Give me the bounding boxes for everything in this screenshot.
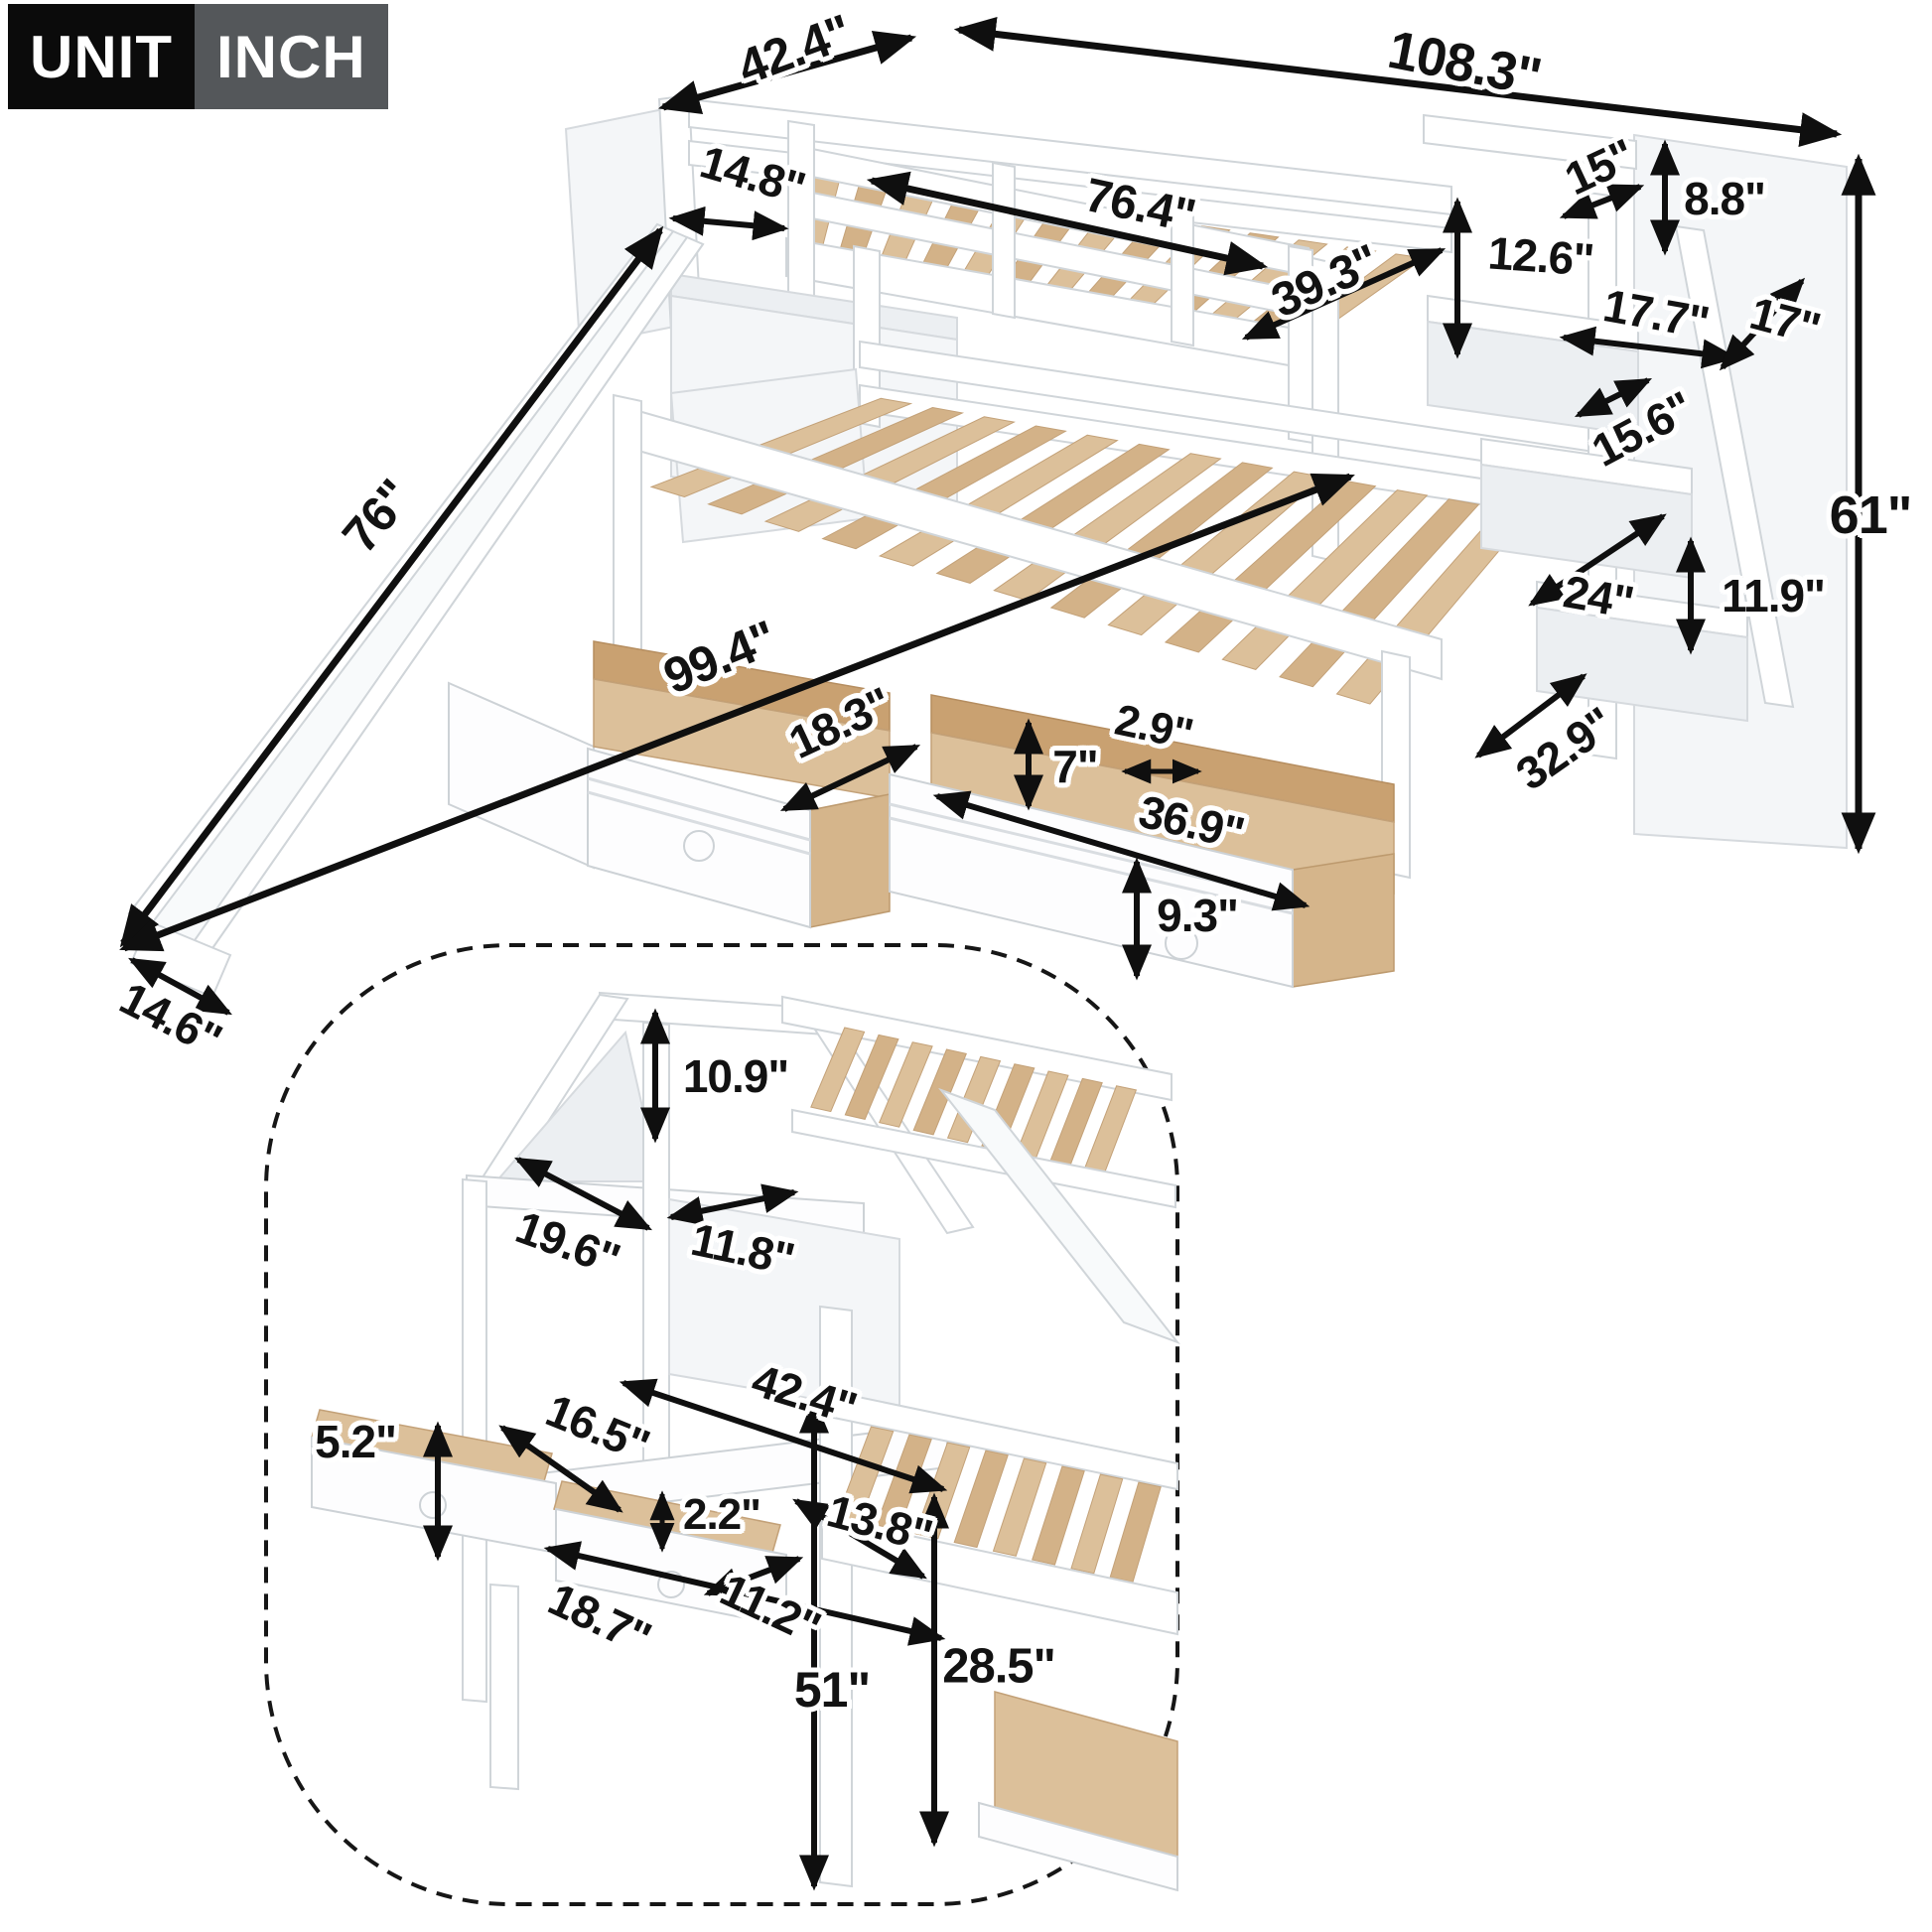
dimension-arrow-d17_7 [1559,326,1738,369]
unit-badge: UNIT INCH [8,4,388,109]
inset-desk-leg [489,1583,519,1791]
guard-post [787,119,815,300]
unit-badge-inch-chip: INCH [194,4,388,109]
dimension-arrow-d42_4 [657,31,917,114]
dimension-arrow-d17 [1719,277,1806,371]
bed-slat [810,1027,866,1113]
dimension-arrow-d39_3 [1241,247,1447,341]
dimension-arrow-d36_9 [932,790,1311,911]
bed-slat [953,1449,1009,1549]
dimension-arrow-d18_3 [779,744,921,812]
dimension-arrow-i11_2 [703,1556,804,1596]
bed-slat [1032,1465,1085,1566]
dimension-arrow-i42_4 [619,1378,948,1494]
dimension-arrow-d15_6 [1574,377,1653,418]
bed-slat [879,1041,933,1128]
dimension-arrow-d15 [1559,184,1645,219]
dimension-arrow-i16_5 [498,1425,623,1513]
dimension-arrow-d32_9 [1474,673,1587,759]
staircase-top-rail [1423,113,1637,171]
dimension-arrow-d14_6 [128,957,232,1016]
right-drawer-knob [1165,926,1198,960]
bed-slat [844,1034,899,1120]
dimension-arrow-d14_8 [668,206,789,241]
dimension-arrow-i19_6 [514,1157,652,1231]
inset-desk-drawer-knob [419,1491,447,1519]
dimension-arrow-d99_4 [119,473,1355,952]
bed-slat [992,1457,1047,1557]
guard-post [1171,197,1194,347]
under-bed-drawers [448,640,1395,989]
inset-bottom-rail [978,1801,1178,1892]
dimension-arrows [119,16,1876,1891]
inset-view [264,943,1180,1906]
inset-upper-frame-rail [791,1108,1176,1209]
dimension-arrow-d76_4 [866,171,1269,276]
dimension-arrow-d108_3 [953,16,1843,148]
dimension-arrow-d24 [1528,513,1667,607]
right-drawer-side [1292,853,1395,988]
inset-upper-rail [781,995,1173,1102]
dimension-arrow-i11_8 [666,1183,799,1226]
bed-slat [1070,1473,1124,1575]
storage-staircase [1423,113,1848,850]
bed-slat [1109,1481,1162,1584]
left-drawer-side [809,793,891,928]
bed-slat [912,1048,967,1136]
inset-divider-panel [668,1197,900,1416]
unit-badge-unit-chip: UNIT [8,4,195,109]
left-drawer-knob [683,830,715,862]
inset-slide [938,1087,1180,1345]
guard-post [992,161,1016,320]
